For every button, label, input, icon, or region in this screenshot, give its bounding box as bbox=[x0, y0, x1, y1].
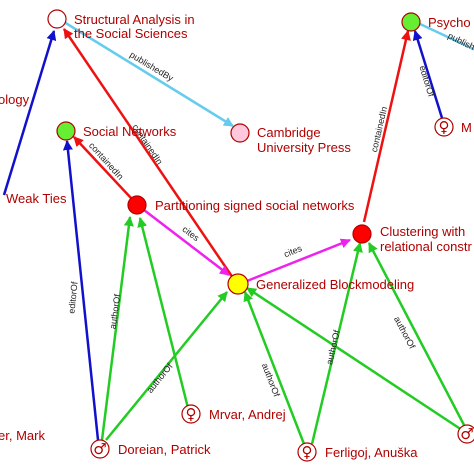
node-label: M bbox=[461, 120, 472, 135]
female-icon: ♀ bbox=[186, 405, 197, 423]
edge-author-of-mrvar-partitioning bbox=[137, 217, 190, 409]
person-node-bg bbox=[297, 442, 317, 462]
node-label-line2: University Press bbox=[257, 140, 351, 155]
node-label: Weak Ties bbox=[6, 191, 67, 206]
journal-node-icon bbox=[56, 121, 76, 141]
central-publication-node-icon bbox=[227, 273, 249, 295]
node-partitioning-signed-social-networks[interactable]: Partitioning signed social networks bbox=[127, 195, 355, 215]
label-author-of-doreian-partitioning: authorOf bbox=[108, 293, 123, 330]
journal-node-icon bbox=[401, 12, 421, 32]
person-node-bg bbox=[181, 404, 201, 424]
edge-author-of-right-clustering bbox=[367, 242, 466, 426]
edge-labels: publishedBy publish containedIn containe… bbox=[66, 31, 474, 399]
edge-contained-in-structural bbox=[62, 28, 235, 279]
node-label: Social Networks bbox=[83, 124, 177, 139]
node-label: Clustering with bbox=[380, 224, 465, 239]
label-editor-of-right: editorOf bbox=[417, 64, 436, 98]
female-icon: ♀ bbox=[302, 443, 313, 461]
node-clustering-with-relational-constraints[interactable]: Clustering with relational constr bbox=[352, 224, 472, 254]
label-editor-of-doreian: editorOf bbox=[66, 281, 79, 314]
edge-author-of-doreian-partitioning bbox=[100, 216, 134, 441]
edge-contained-in-psychometrika bbox=[362, 30, 411, 223]
male-icon: ♂ bbox=[93, 440, 106, 458]
publication-node-icon bbox=[127, 195, 147, 215]
edge-published-by bbox=[63, 20, 234, 128]
node-label: Generalized Blockmodeling bbox=[256, 277, 414, 292]
publisher-node-icon bbox=[230, 123, 250, 143]
person-node-bg bbox=[90, 439, 110, 459]
node-label: Ferligoj, Anuška bbox=[325, 445, 418, 460]
node-label-line2: relational constr bbox=[380, 239, 472, 254]
label-author-of-doreian-blockmodeling: authorOf bbox=[145, 361, 175, 395]
edges bbox=[2, 20, 474, 445]
node-person-mark[interactable]: er, Mark bbox=[0, 428, 45, 443]
person-node-bg bbox=[434, 117, 454, 137]
node-person-mrvar[interactable]: ♀ Mrvar, Andrej bbox=[181, 404, 286, 424]
node-label: ology bbox=[0, 92, 30, 107]
label-cites-clustering: cites bbox=[282, 243, 303, 259]
node-label-line2: the Social Sciences bbox=[74, 26, 188, 41]
node-person-doreian[interactable]: ♂ Doreian, Patrick bbox=[90, 439, 211, 459]
node-weak-ties[interactable]: Weak Ties bbox=[6, 191, 67, 206]
node-structural-analysis[interactable]: Structural Analysis in the Social Scienc… bbox=[47, 9, 195, 41]
node-label: Doreian, Patrick bbox=[118, 442, 211, 457]
node-label: Psycho bbox=[428, 15, 471, 30]
node-psychometrika[interactable]: Psycho bbox=[401, 12, 471, 32]
node-person-m-right[interactable]: ♀ M bbox=[434, 117, 472, 137]
node-social-networks[interactable]: Social Networks bbox=[56, 121, 177, 141]
edge-author-of-right-blockmodeling bbox=[246, 286, 463, 432]
label-author-of-ferligoj-clustering: authorOf bbox=[324, 329, 342, 366]
person-node-bg bbox=[457, 424, 474, 444]
node-sociology[interactable]: ology bbox=[0, 92, 30, 107]
edge-editor-of-doreian bbox=[62, 140, 100, 441]
node-cambridge-university-press[interactable]: Cambridge University Press bbox=[230, 123, 351, 155]
node-label: Mrvar, Andrej bbox=[209, 407, 286, 422]
edge-editor-of-right bbox=[412, 30, 444, 119]
node-label: Partitioning signed social networks bbox=[155, 198, 355, 213]
edge-cites-partitioning bbox=[143, 209, 230, 276]
node-person-right-bottom[interactable]: ♂ bbox=[457, 424, 474, 444]
label-author-of-right-clustering: authorOf bbox=[392, 315, 418, 351]
nodes: Structural Analysis in the Social Scienc… bbox=[0, 9, 474, 462]
node-person-ferligoj[interactable]: ♀ Ferligoj, Anuška bbox=[297, 442, 418, 462]
label-published-by-right: publish bbox=[446, 31, 474, 52]
node-label: Structural Analysis in bbox=[74, 12, 195, 27]
node-generalized-blockmodeling[interactable]: Generalized Blockmodeling bbox=[227, 273, 414, 295]
book-node-icon bbox=[47, 9, 67, 29]
male-icon: ♂ bbox=[460, 425, 473, 443]
edge-published-by-right bbox=[419, 22, 474, 51]
edge-author-of-ferligoj-blockmodeling bbox=[243, 291, 306, 445]
edge-cites-clustering bbox=[246, 238, 351, 283]
edge-author-of-doreian-blockmodeling bbox=[105, 291, 228, 441]
node-label: Cambridge bbox=[257, 125, 321, 140]
label-contained-in-social-networks: containedIn bbox=[87, 140, 126, 181]
edge-editor-of-left bbox=[2, 30, 57, 196]
edge-author-of-ferligoj-clustering bbox=[310, 242, 363, 445]
node-label: er, Mark bbox=[0, 428, 45, 443]
female-icon: ♀ bbox=[439, 118, 450, 136]
edge-contained-in-social-networks bbox=[73, 136, 132, 199]
publication-node-icon bbox=[352, 224, 372, 244]
